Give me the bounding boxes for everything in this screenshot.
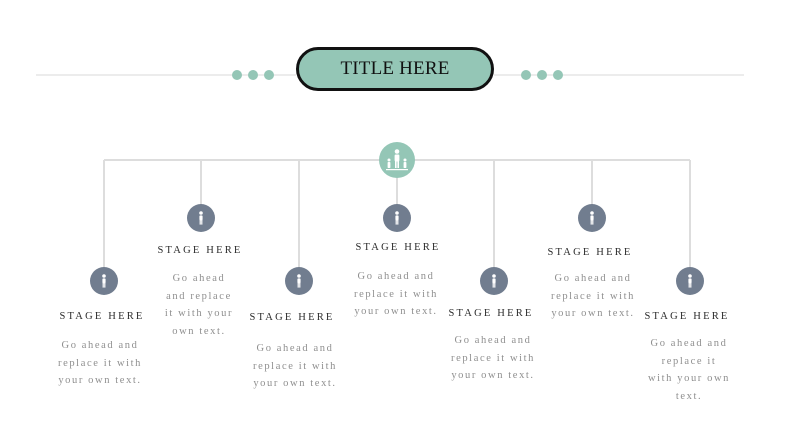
- person-icon: [590, 211, 594, 225]
- stage-title: STAGE HERE: [644, 311, 730, 322]
- page-title: TITLE HERE: [340, 58, 450, 79]
- decor-dot: [553, 70, 563, 80]
- stage-node: [578, 204, 606, 232]
- decor-dot: [264, 70, 274, 80]
- stage-title: STAGE HERE: [547, 247, 633, 258]
- stage-title: STAGE HERE: [59, 311, 145, 322]
- stage-node: [383, 204, 411, 232]
- stage-node: [480, 267, 508, 295]
- decor-dot: [537, 70, 547, 80]
- stage-node: [90, 267, 118, 295]
- title-pill: TITLE HERE: [296, 47, 494, 91]
- people-group-icon: [386, 149, 408, 171]
- stage-title: STAGE HERE: [249, 312, 335, 323]
- person-icon: [492, 274, 496, 288]
- stage-title: STAGE HERE: [157, 245, 243, 256]
- decor-dot: [521, 70, 531, 80]
- person-icon: [395, 211, 399, 225]
- decor-dot: [248, 70, 258, 80]
- person-icon: [199, 211, 203, 225]
- person-icon: [102, 274, 106, 288]
- decor-dot: [232, 70, 242, 80]
- stage-title: STAGE HERE: [448, 308, 534, 319]
- person-icon: [688, 274, 692, 288]
- hub-node: [379, 142, 415, 178]
- stage-title: STAGE HERE: [355, 242, 441, 253]
- stage-node: [676, 267, 704, 295]
- stage-node: [187, 204, 215, 232]
- person-icon: [297, 274, 301, 288]
- stage-node: [285, 267, 313, 295]
